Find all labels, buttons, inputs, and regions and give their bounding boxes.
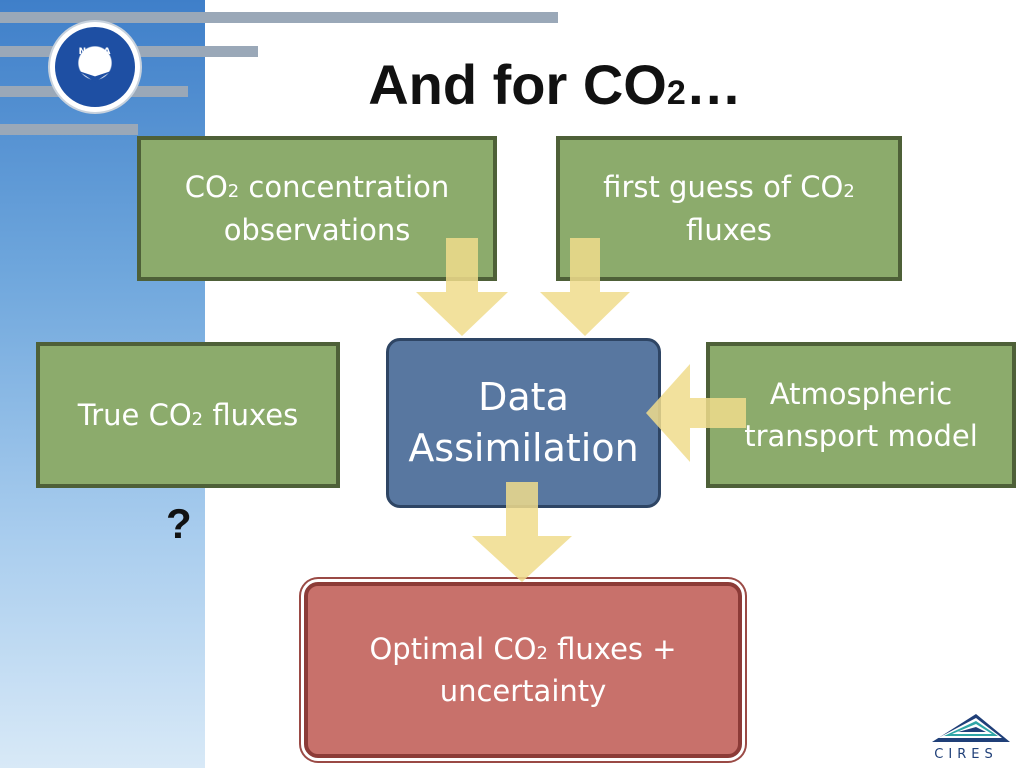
cires-logo-icon: CIRES (918, 708, 1014, 762)
header-stripe-4 (0, 124, 138, 135)
observations-subscript: 2 (227, 181, 240, 203)
observations-text: CO (184, 170, 228, 205)
data-assimilation-line2: Assimilation (408, 426, 639, 470)
true-fluxes-text-end: fluxes (203, 397, 299, 432)
box-first-guess: first guess of CO2 fluxes (556, 136, 902, 281)
box-observations: CO2 concentration observations (137, 136, 497, 281)
observations-line2: observations (223, 212, 411, 247)
box-true-fluxes: True CO2 fluxes (36, 342, 340, 488)
slide-title: And for CO2… (0, 52, 1024, 117)
box-optimal-fluxes: Optimal CO2 fluxes + uncertainty (304, 582, 742, 758)
bird-icon (78, 70, 112, 82)
optimal-subscript: 2 (536, 642, 548, 664)
title-ellipsis: … (685, 53, 742, 116)
cires-mountain-icon (932, 714, 1010, 742)
header-stripe-1 (0, 12, 558, 23)
optimal-line2: uncertainty (439, 674, 607, 708)
transport-line2: transport model (744, 419, 978, 453)
title-main: And for CO (368, 53, 667, 116)
data-assimilation-line1: Data (478, 374, 569, 419)
noaa-logo-icon: NOAA (50, 22, 140, 112)
box-transport-model: Atmospheric transport model (706, 342, 1016, 488)
optimal-text: Optimal CO (369, 631, 537, 666)
transport-line1: Atmospheric (769, 376, 953, 411)
true-fluxes-text: True CO (77, 397, 192, 432)
question-mark: ? (166, 500, 192, 547)
first-guess-line2: fluxes (686, 212, 772, 247)
noaa-logo-text: NOAA (78, 47, 112, 57)
first-guess-subscript: 2 (843, 181, 855, 203)
true-fluxes-subscript: 2 (191, 408, 204, 430)
first-guess-text: first guess of CO (603, 170, 844, 205)
optimal-text-end: fluxes + (547, 631, 677, 666)
cires-logo-text: CIRES (934, 747, 998, 762)
observations-text-end: concentration (239, 170, 450, 205)
title-subscript: 2 (666, 74, 686, 112)
